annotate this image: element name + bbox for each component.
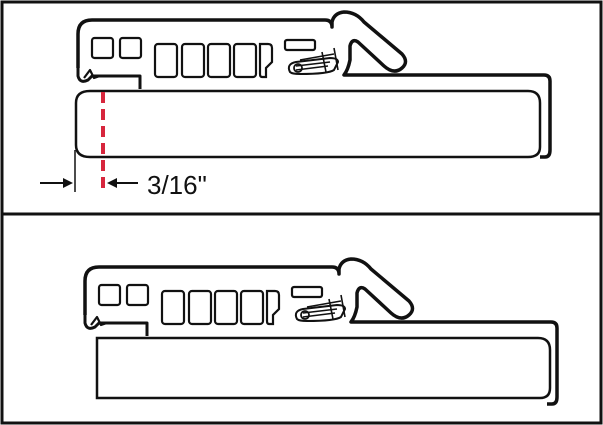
dimension-arrow-left: [40, 178, 73, 188]
trim-profile-bottom: [83, 257, 559, 406]
board-bottom: [95, 336, 552, 400]
board-top: [74, 89, 542, 159]
bottom-panel: [83, 257, 559, 406]
trim-profile-top: [76, 10, 552, 159]
top-panel: 3/16": [40, 10, 552, 200]
measurement-label: 3/16": [147, 170, 207, 200]
dimension-arrow-right: [107, 178, 138, 188]
